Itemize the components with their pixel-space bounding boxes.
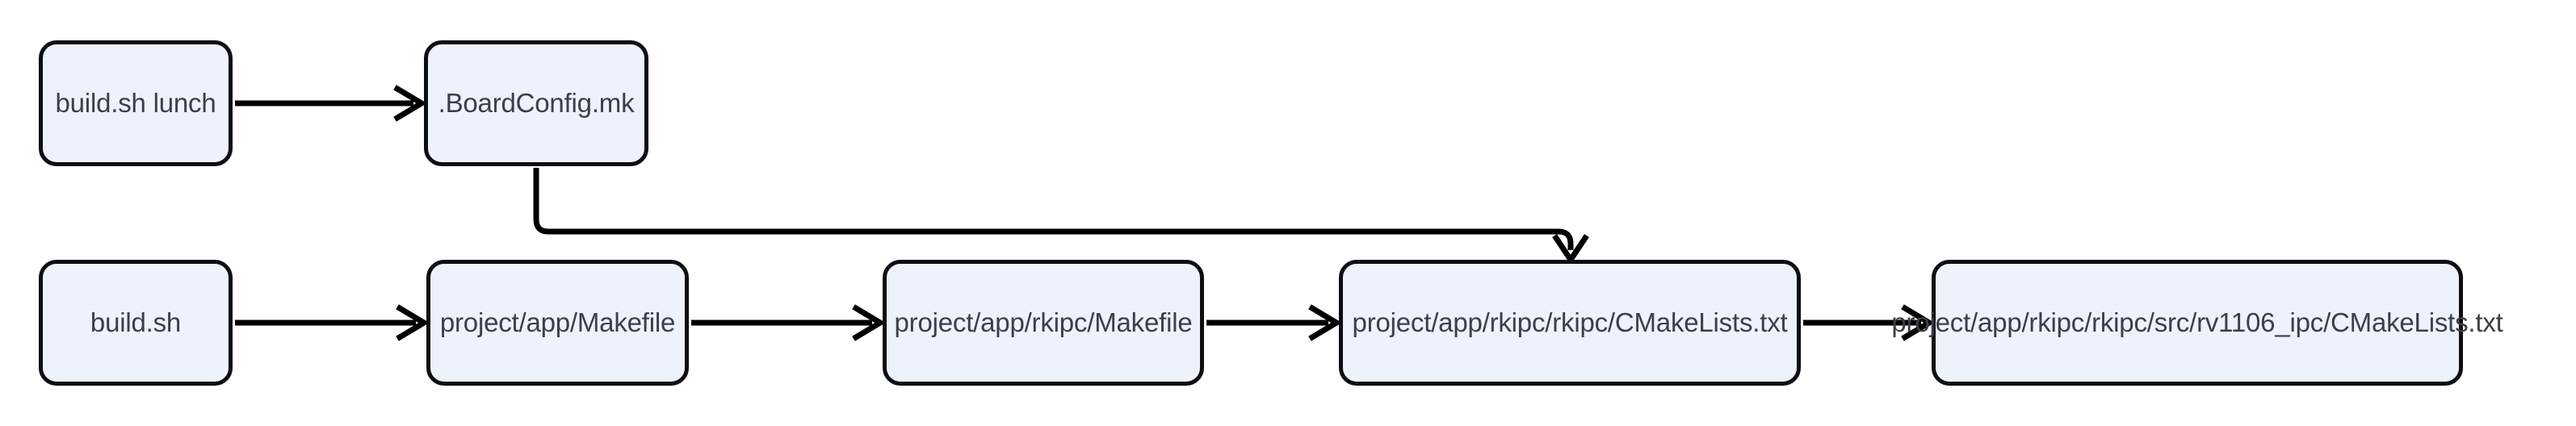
node-label: project/app/rkipc/Makefile: [894, 307, 1193, 338]
node-label: build.sh: [90, 307, 182, 338]
node-label: project/app/Makefile: [439, 307, 676, 338]
node-build-sh-lunch[interactable]: build.sh lunch: [39, 40, 233, 166]
node-app-makefile[interactable]: project/app/Makefile: [426, 260, 689, 386]
edge-app-makefile-to-rkipc-makefile: [691, 304, 886, 341]
edge-lunch-to-boardconfig: [235, 85, 427, 122]
edge-boardconfig-to-rkipc-cmakelists: [533, 168, 1589, 265]
node-build-sh[interactable]: build.sh: [39, 260, 233, 386]
edge-rkipc-makefile-to-cmakelists: [1206, 304, 1342, 341]
node-boardconfig-mk[interactable]: .BoardConfig.mk: [424, 40, 648, 166]
node-label: build.sh lunch: [55, 88, 216, 119]
node-label: project/app/rkipc/rkipc/src/rv1106_ipc/C…: [1891, 307, 2503, 338]
node-rkipc-makefile[interactable]: project/app/rkipc/Makefile: [883, 260, 1204, 386]
edge-buildsh-to-app-makefile: [235, 304, 430, 341]
node-label: project/app/rkipc/rkipc/CMakeLists.txt: [1352, 307, 1788, 338]
node-label: .BoardConfig.mk: [438, 88, 635, 119]
node-rkipc-cmakelists[interactable]: project/app/rkipc/rkipc/CMakeLists.txt: [1339, 260, 1801, 386]
node-rv1106-ipc-cmakelists[interactable]: project/app/rkipc/rkipc/src/rv1106_ipc/C…: [1891, 260, 2503, 386]
